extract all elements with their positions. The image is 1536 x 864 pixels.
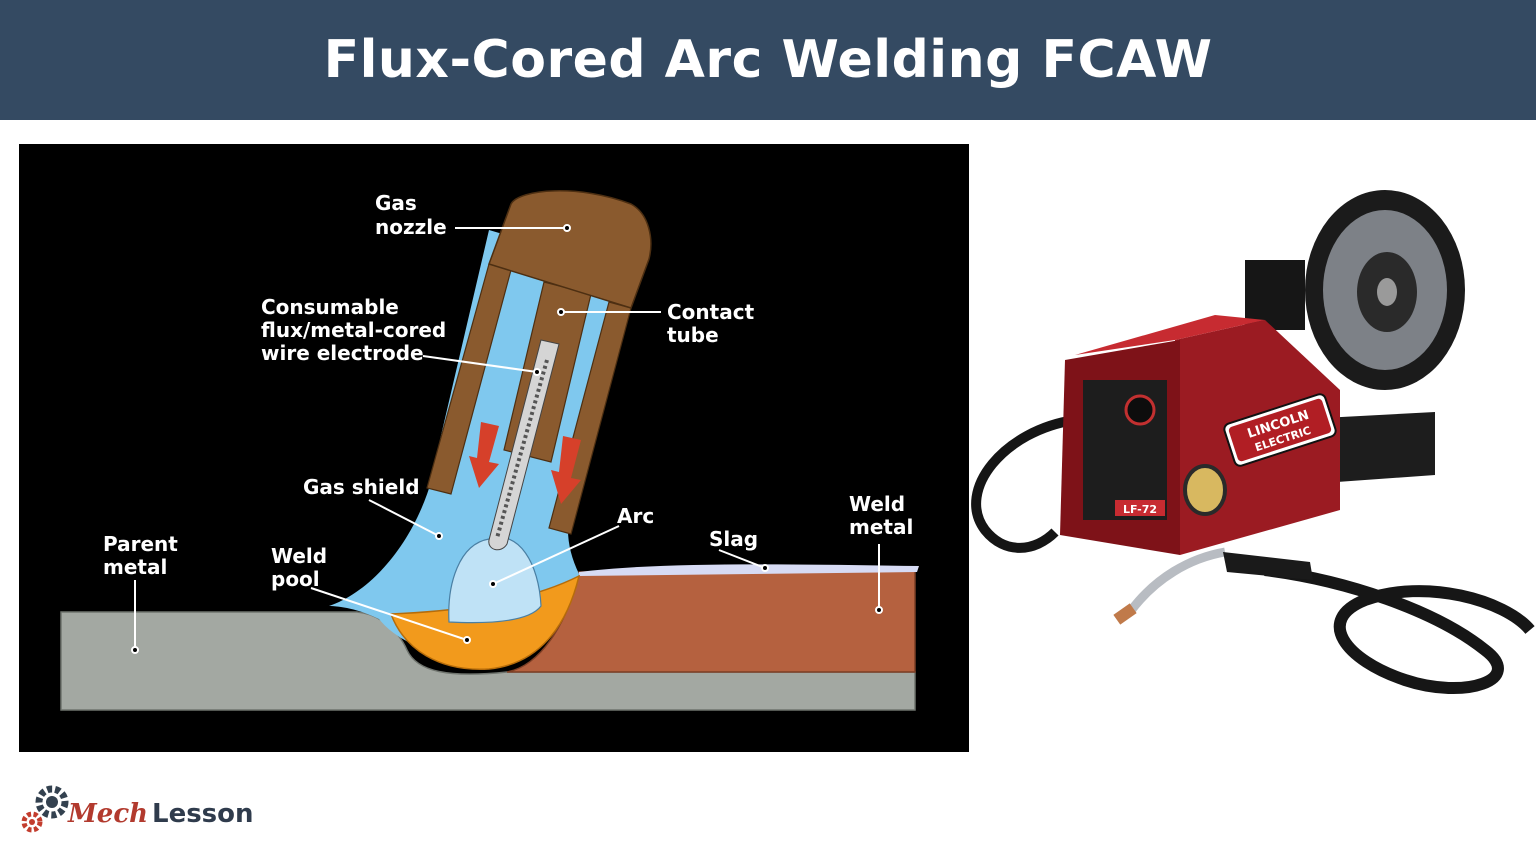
leader-gas-shield — [368, 499, 440, 537]
wire-feeder-illustration: LF-72 LINCOLN ELECTRIC — [971, 190, 1535, 695]
feed-roll — [1183, 464, 1227, 516]
welding-gun-neck — [1126, 547, 1226, 615]
leader-dot-slag — [761, 564, 769, 572]
leader-dot-parent-metal — [131, 646, 139, 654]
leader-wire-electrode — [422, 355, 538, 373]
feeder-model-plate — [1115, 500, 1165, 516]
page-title: Flux-Cored Arc Welding FCAW — [323, 30, 1213, 90]
feeder-control-panel — [1083, 380, 1167, 520]
label-weld-metal-2: metal — [849, 515, 913, 539]
fcaw-diagram: Gas nozzle Consumable flux/metal-cored w… — [19, 144, 969, 752]
wire-feeder-photo: LF-72 LINCOLN ELECTRIC — [965, 180, 1536, 720]
label-consumable-2: flux/metal-cored — [261, 318, 446, 342]
wire-electrode — [488, 339, 560, 551]
label-consumable-3: wire electrode — [261, 341, 424, 365]
leader-dot-gas-shield — [435, 532, 443, 540]
label-weld-metal-1: Weld — [849, 492, 905, 516]
fcaw-diagram-svg: Gas nozzle Consumable flux/metal-cored w… — [60, 190, 919, 711]
label-gas-shield: Gas shield — [303, 475, 420, 499]
gas-flow-arrow-left — [469, 422, 499, 488]
label-slag: Slag — [709, 527, 758, 551]
logo-mech-text: Mech — [67, 799, 148, 829]
leader-dot-arc — [489, 580, 497, 588]
wire-core-pattern — [495, 359, 549, 539]
nozzle-cap — [488, 190, 652, 309]
leader-dot-weld-pool — [463, 636, 471, 644]
leader-dot-gas-nozzle — [563, 224, 571, 232]
feeder-top-panel — [1075, 315, 1265, 355]
welding-gun-handle — [1223, 552, 1313, 580]
label-weld-pool-2: pool — [271, 567, 320, 591]
feeder-model-text: LF-72 — [1123, 503, 1157, 516]
leader-dot-contact-tube — [557, 308, 565, 316]
leader-dot-wire-electrode — [533, 368, 541, 376]
leader-weld-pool — [310, 587, 468, 641]
label-gas-nozzle-1: Gas — [375, 191, 417, 215]
spool-bracket — [1245, 260, 1305, 330]
feeder-dial-knob[interactable] — [1124, 394, 1156, 426]
gun-cable — [1264, 564, 1535, 695]
label-arc: Arc — [617, 504, 654, 528]
mechlesson-logo-svg: Mech Lesson — [21, 785, 254, 833]
welding-gun-tip — [1113, 603, 1137, 625]
gear-icon — [21, 785, 69, 833]
leader-slag — [718, 549, 766, 569]
label-consumable-1: Consumable — [261, 295, 399, 319]
leader-arc — [492, 525, 620, 585]
leader-dot-weld-metal — [875, 606, 883, 614]
label-contact-tube-1: Contact — [667, 300, 755, 324]
gas-flow-arrow-right — [551, 436, 581, 504]
title-banner: Flux-Cored Arc Welding FCAW — [0, 0, 1536, 120]
label-parent-metal-1: Parent — [103, 532, 178, 556]
label-weld-pool-1: Weld — [271, 544, 327, 568]
wire-spool-center — [1377, 278, 1397, 306]
label-parent-metal-2: metal — [103, 555, 167, 579]
mechlesson-logo: Mech Lesson — [18, 782, 278, 842]
power-cable-left — [971, 415, 1076, 553]
slag-layer — [579, 564, 919, 576]
label-contact-tube-2: tube — [667, 323, 719, 347]
logo-lesson-text: Lesson — [152, 799, 254, 829]
label-gas-nozzle-2: nozzle — [375, 215, 447, 239]
arc-region — [448, 536, 542, 624]
